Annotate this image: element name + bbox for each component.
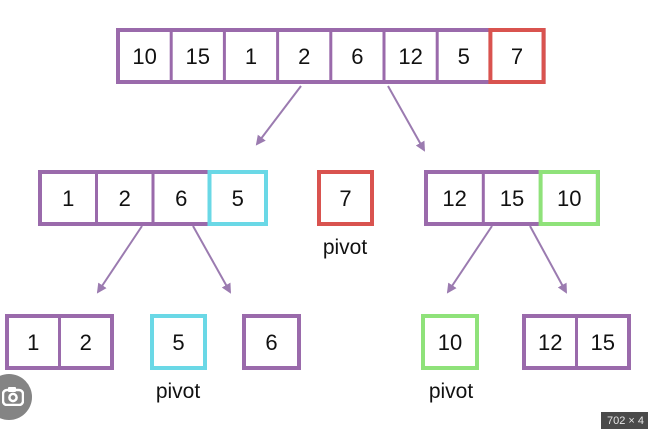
middle-pivot: 7: [317, 170, 374, 226]
left-array: 1 2 6 5: [38, 170, 268, 226]
arrow-right-to-bottom-pivot: [446, 225, 493, 294]
bottom-right-pivot: 10: [421, 314, 479, 370]
cell-value: 10: [438, 330, 462, 355]
mid-box: [317, 170, 374, 226]
cell-value: 1: [62, 186, 74, 211]
cell-value: 1: [245, 44, 257, 69]
cell-value: 10: [132, 44, 156, 69]
lens-icon: [2, 387, 24, 406]
cell-value: 15: [186, 44, 210, 69]
cell-value: 5: [232, 186, 244, 211]
cell-value: 15: [500, 186, 524, 211]
bottom-left-pivot-label: pivot: [156, 380, 201, 403]
brp-box: [421, 314, 479, 370]
bottom-left-pivot: 5: [150, 314, 207, 370]
cell-value: 12: [398, 44, 422, 69]
arrow-top-to-left: [255, 85, 302, 146]
cell-value: 12: [538, 330, 562, 355]
image-size-badge: 702 × 4: [600, 412, 648, 429]
cell-value: 12: [442, 186, 466, 211]
bottom-right-pivot-label: pivot: [429, 380, 474, 403]
arrow-left-to-bottom-left: [96, 225, 143, 294]
cell-value: 2: [80, 330, 92, 355]
cell-value: 5: [172, 330, 184, 355]
blp-box: [150, 314, 207, 370]
cell-value: 6: [351, 44, 363, 69]
pivot-cell-highlight: [538, 170, 600, 226]
pivot-cell-highlight: [488, 28, 546, 84]
b6-box: [242, 314, 301, 370]
cell-value: 2: [298, 44, 310, 69]
cell-value: 15: [591, 330, 615, 355]
pivot-cell-highlight: [207, 170, 268, 226]
cell-value: 10: [557, 186, 581, 211]
cell-value: 6: [175, 186, 187, 211]
arrow-right-to-bottom-right: [529, 225, 567, 294]
bottom-right-array: 12 15: [522, 314, 631, 370]
bottom-six: 6: [242, 314, 301, 370]
cell-value: 2: [119, 186, 131, 211]
cell-value: 5: [458, 44, 470, 69]
cell-value: 7: [339, 186, 351, 211]
right-array: 12 15 10: [424, 170, 600, 226]
arrow-top-to-right: [387, 85, 425, 152]
cell-value: 7: [511, 44, 523, 69]
cell-value: 6: [265, 330, 277, 355]
middle-pivot-label: pivot: [323, 236, 368, 259]
cell-value: 1: [27, 330, 39, 355]
arrow-left-to-bottom-six: [192, 225, 231, 294]
